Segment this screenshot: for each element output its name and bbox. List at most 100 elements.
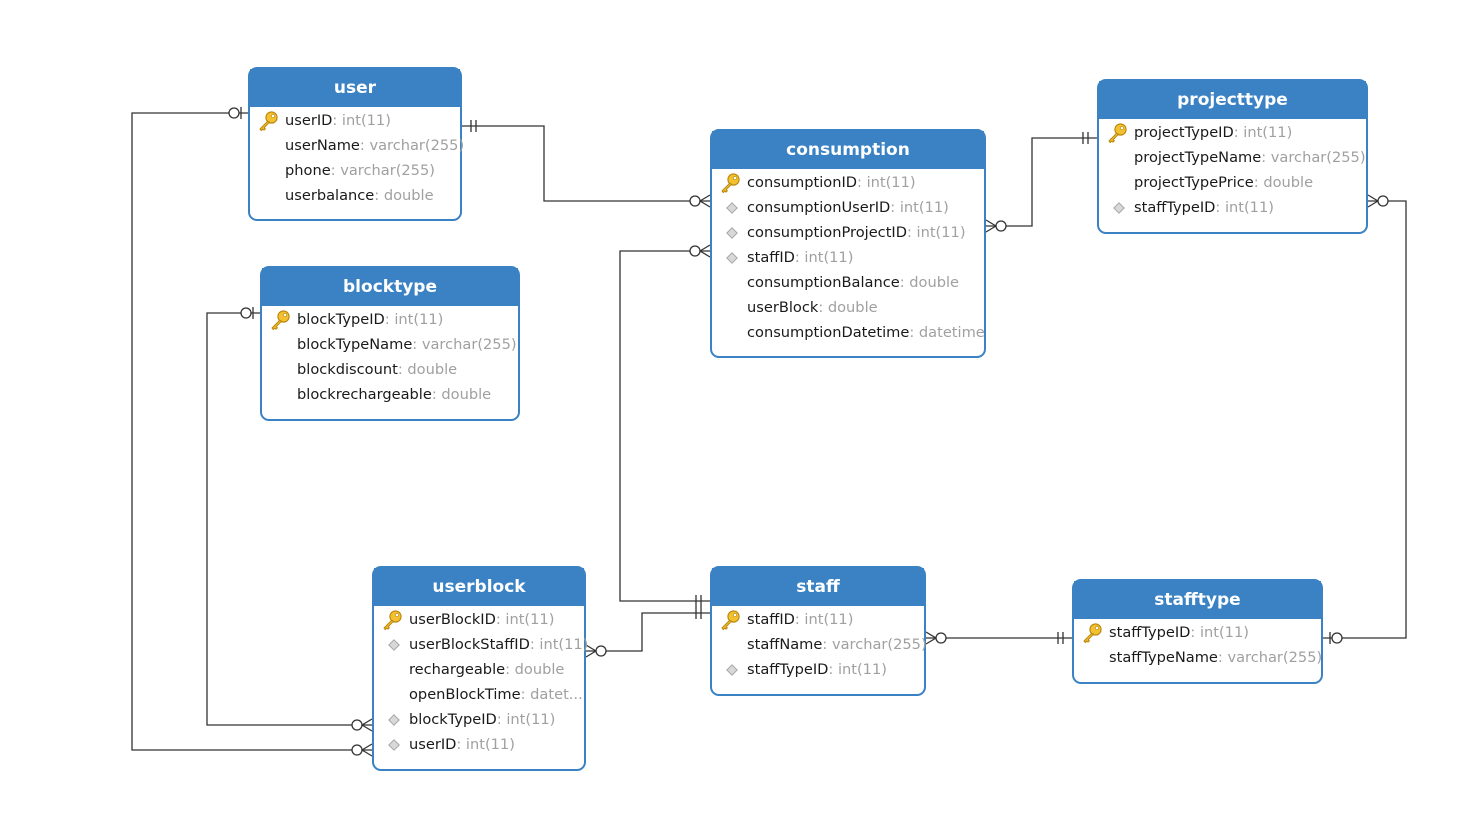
field-row[interactable]: consumptionDatetime: datetime bbox=[712, 320, 985, 345]
field-name: blockTypeName bbox=[297, 336, 413, 353]
foreign-key-icon bbox=[1113, 202, 1125, 214]
field-row[interactable]: userbalance: double bbox=[250, 183, 460, 208]
primary-key-icon bbox=[1083, 623, 1102, 644]
foreign-key-icon bbox=[726, 664, 738, 676]
entity-title: staff bbox=[712, 568, 924, 606]
field-list: blockTypeID: int(11)blockTypeName: varch… bbox=[262, 306, 518, 407]
field-name: staffID bbox=[747, 611, 795, 628]
field-row[interactable]: consumptionUserID: int(11) bbox=[712, 195, 984, 220]
field-type: : double bbox=[818, 299, 878, 316]
foreign-key-icon bbox=[726, 227, 738, 239]
field-type: : double bbox=[431, 386, 492, 403]
field-name: userName bbox=[285, 137, 360, 154]
field-name: staffTypeName bbox=[1109, 649, 1218, 666]
relationship-staff-to-consumption[interactable] bbox=[619, 244, 711, 607]
field-row[interactable]: projectTypeName: varchar(255) bbox=[1099, 145, 1366, 170]
field-type: : int(11) bbox=[906, 224, 966, 241]
field-type: : double bbox=[397, 361, 458, 378]
field-row[interactable]: userID: int(11) bbox=[250, 108, 460, 133]
field-type: : varchar(255) bbox=[412, 336, 517, 353]
field-type: : int(11) bbox=[332, 112, 391, 129]
field-row[interactable]: staffTypeID: int(11) bbox=[712, 657, 924, 682]
field-row[interactable]: userName: varchar(255) bbox=[250, 133, 464, 158]
field-row[interactable]: staffTypeID: int(11) bbox=[1074, 620, 1321, 645]
field-row[interactable]: userBlock: double bbox=[712, 295, 984, 320]
entity-title: userblock bbox=[374, 568, 584, 606]
field-row[interactable]: blockTypeID: int(11) bbox=[262, 307, 518, 332]
relationship-staff-to-userblock[interactable] bbox=[585, 607, 710, 658]
field-row[interactable]: staffTypeName: varchar(255) bbox=[1074, 645, 1322, 670]
field-type: : int(11) bbox=[1215, 199, 1274, 216]
field-row[interactable]: userID: int(11) bbox=[374, 732, 584, 757]
field-type: : int(11) bbox=[529, 636, 589, 653]
field-type: : double bbox=[505, 661, 565, 678]
field-name: rechargeable bbox=[409, 661, 506, 678]
primary-key-icon bbox=[721, 173, 740, 194]
relationship-stafftype-to-staff[interactable] bbox=[925, 631, 1072, 645]
field-type: : double bbox=[1253, 174, 1314, 191]
field-name: blockrechargeable bbox=[297, 386, 432, 403]
field-row[interactable]: rechargeable: double bbox=[374, 657, 584, 682]
field-row[interactable]: phone: varchar(255) bbox=[250, 158, 460, 183]
field-type: : int(11) bbox=[496, 711, 556, 728]
relationship-stafftype-to-projecttype[interactable] bbox=[1323, 194, 1407, 644]
field-row[interactable]: openBlockTime: datet... bbox=[374, 682, 584, 707]
foreign-key-icon bbox=[726, 202, 738, 214]
primary-key-icon bbox=[1108, 123, 1127, 144]
field-type: : int(11) bbox=[794, 249, 854, 266]
field-row[interactable]: staffName: varchar(255) bbox=[712, 632, 927, 657]
field-name: userbalance bbox=[285, 187, 375, 204]
relationship-consumption-to-projecttype[interactable] bbox=[985, 132, 1097, 233]
field-row[interactable]: consumptionProjectID: int(11) bbox=[712, 220, 984, 245]
field-row[interactable]: userBlockStaffID: int(11) bbox=[374, 632, 588, 657]
field-row[interactable]: projectTypePrice: double bbox=[1099, 170, 1366, 195]
entity-title: stafftype bbox=[1074, 581, 1321, 619]
field-row[interactable]: projectTypeID: int(11) bbox=[1099, 120, 1366, 145]
field-type: : double bbox=[374, 187, 434, 204]
field-row[interactable]: blockdiscount: double bbox=[262, 357, 518, 382]
field-row[interactable]: blockrechargeable: double bbox=[262, 382, 518, 407]
field-name: consumptionID bbox=[747, 174, 858, 191]
field-type: : int(11) bbox=[857, 174, 916, 191]
field-type: : varchar(255) bbox=[822, 636, 927, 653]
field-type: : varchar(255) bbox=[1261, 149, 1366, 166]
field-list: consumptionID: int(11)consumptionUserID:… bbox=[712, 169, 985, 345]
foreign-key-icon bbox=[388, 739, 400, 751]
field-list: userID: int(11)userName: varchar(255)pho… bbox=[250, 107, 464, 208]
field-name: staffTypeID bbox=[1134, 199, 1216, 216]
primary-key-icon bbox=[259, 111, 278, 132]
field-row[interactable]: blockTypeID: int(11) bbox=[374, 707, 584, 732]
field-type: : int(11) bbox=[828, 661, 887, 678]
field-row[interactable]: blockTypeName: varchar(255) bbox=[262, 332, 518, 357]
field-row[interactable]: staffTypeID: int(11) bbox=[1099, 195, 1366, 220]
primary-key-icon bbox=[383, 610, 402, 631]
entity-title: projecttype bbox=[1099, 81, 1366, 119]
field-name: blockTypeID bbox=[297, 311, 385, 328]
field-list: projectTypeID: int(11)projectTypeName: v… bbox=[1099, 119, 1366, 220]
foreign-key-icon bbox=[388, 639, 400, 651]
field-type: : int(11) bbox=[1190, 624, 1249, 641]
field-name: staffID bbox=[747, 249, 795, 266]
field-type: : int(11) bbox=[456, 736, 515, 753]
field-row[interactable]: staffID: int(11) bbox=[712, 245, 984, 270]
field-name: projectTypePrice bbox=[1134, 174, 1254, 191]
field-row[interactable]: consumptionBalance: double bbox=[712, 270, 984, 295]
field-list: userBlockID: int(11)userBlockStaffID: in… bbox=[374, 606, 588, 757]
field-row[interactable]: userBlockID: int(11) bbox=[374, 607, 584, 632]
foreign-key-icon bbox=[388, 714, 400, 726]
field-name: staffTypeID bbox=[1109, 624, 1191, 641]
field-type: : int(11) bbox=[1233, 124, 1293, 141]
field-name: phone bbox=[285, 162, 331, 179]
field-name: userBlockID bbox=[409, 611, 496, 628]
field-row[interactable]: consumptionID: int(11) bbox=[712, 170, 984, 195]
field-name: blockdiscount bbox=[297, 361, 398, 378]
field-row[interactable]: staffID: int(11) bbox=[712, 607, 924, 632]
relationship-user-to-consumption[interactable] bbox=[462, 120, 711, 208]
